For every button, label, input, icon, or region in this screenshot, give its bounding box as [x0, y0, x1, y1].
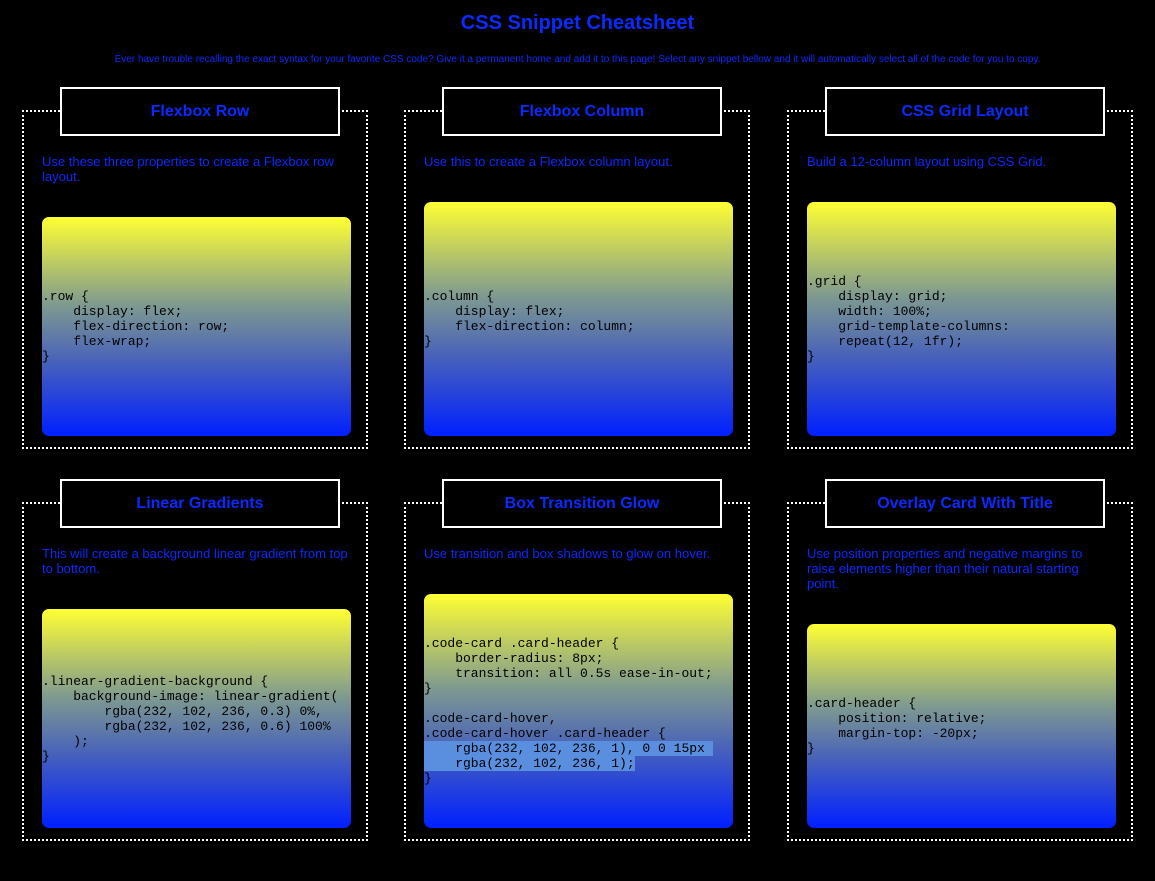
code-snippet-linear-gradients[interactable]: .linear-gradient-background { background… — [42, 609, 351, 828]
card-description: Use transition and box shadows to glow o… — [424, 546, 711, 561]
snippet-card-linear-gradients: Linear Gradients This will create a back… — [22, 479, 368, 841]
snippet-card-overlay-card: Overlay Card With Title Use position pro… — [787, 479, 1133, 841]
card-header-flexbox-row: Flexbox Row — [60, 87, 340, 136]
card-header-css-grid: CSS Grid Layout — [825, 87, 1105, 136]
page-title: CSS Snippet Cheatsheet — [460, 12, 695, 34]
code-snippet-flexbox-column[interactable]: .column { display: flex; flex-direction:… — [424, 202, 733, 436]
card-header-overlay-card: Overlay Card With Title — [825, 479, 1105, 528]
selected-code-line[interactable]: rgba(232, 102, 236, 1), 0 0 15px — [424, 741, 713, 756]
code-line-group[interactable]: .code-card .card-header { border-radius:… — [424, 636, 713, 741]
code-text[interactable]: .card-header { position: relative; margi… — [807, 696, 987, 756]
card-description: Use this to create a Flexbox column layo… — [424, 154, 673, 169]
code-line-group[interactable]: } — [424, 771, 432, 786]
code-snippet-flexbox-row[interactable]: .row { display: flex; flex-direction: ro… — [42, 217, 351, 436]
card-header-flexbox-column: Flexbox Column — [442, 87, 722, 136]
card-description: Build a 12-column layout using CSS Grid. — [807, 154, 1047, 169]
code-snippet-css-grid[interactable]: .grid { display: grid; width: 100%; grid… — [807, 202, 1116, 436]
card-description: Use position properties and negative mar… — [807, 546, 1083, 591]
card-description: Use these three properties to create a F… — [42, 154, 334, 184]
selected-code-line[interactable]: rgba(232, 102, 236, 1); — [424, 756, 635, 771]
card-description: This will create a background linear gra… — [42, 546, 348, 576]
snippet-card-flexbox-row: Flexbox Row Use these three properties t… — [22, 87, 368, 449]
code-text[interactable]: .column { display: flex; flex-direction:… — [424, 289, 635, 349]
code-snippet-box-transition-glow[interactable]: .code-card .card-header { border-radius:… — [424, 594, 733, 828]
snippet-card-flexbox-column: Flexbox Column Use this to create a Flex… — [404, 87, 750, 449]
code-text[interactable]: .linear-gradient-background { background… — [42, 673, 339, 764]
card-header-linear-gradients: Linear Gradients — [60, 479, 340, 528]
snippet-card-css-grid: CSS Grid Layout Build a 12-column layout… — [787, 87, 1133, 449]
code-snippet-overlay-card[interactable]: .card-header { position: relative; margi… — [807, 624, 1116, 828]
card-header-box-transition-glow: Box Transition Glow — [442, 479, 722, 528]
code-text[interactable]: .grid { display: grid; width: 100%; grid… — [807, 274, 1010, 364]
snippet-card-box-transition-glow: Box Transition Glow Use transition and b… — [404, 479, 750, 841]
page-intro: Ever have trouble recalling the exact sy… — [114, 54, 1041, 65]
code-text[interactable]: .code-card .card-header { border-radius:… — [424, 636, 713, 786]
code-text[interactable]: .row { display: flex; flex-direction: ro… — [42, 289, 230, 364]
